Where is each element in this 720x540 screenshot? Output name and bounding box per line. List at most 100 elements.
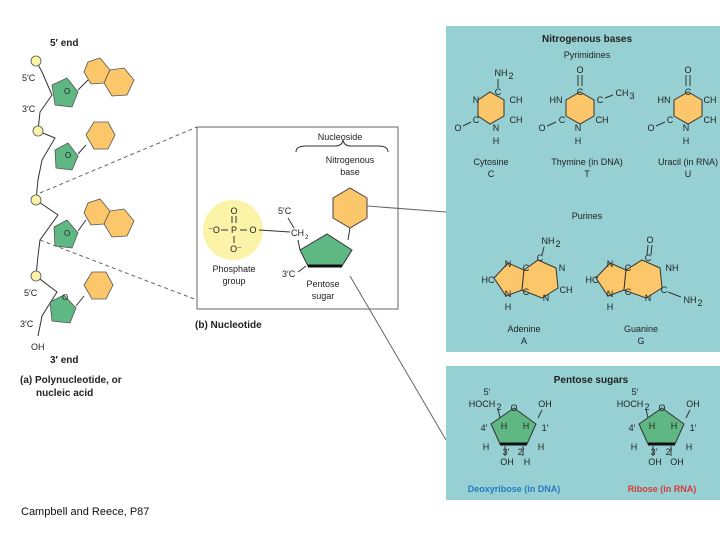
svg-text:H: H bbox=[671, 421, 678, 431]
sugar-1 bbox=[51, 77, 79, 108]
svg-text:H: H bbox=[538, 442, 545, 452]
phosphate-1 bbox=[30, 55, 42, 67]
svg-text:N: N bbox=[607, 289, 614, 299]
uracil-abbr: U bbox=[685, 169, 692, 179]
three-c-label-bottom: 3′C bbox=[20, 319, 34, 329]
svg-text:O: O bbox=[230, 206, 237, 216]
svg-text:C: C bbox=[645, 253, 652, 263]
svg-text:H: H bbox=[483, 442, 490, 452]
svg-text:N: N bbox=[607, 259, 614, 269]
svg-text:C: C bbox=[523, 263, 530, 273]
nucleotide-panel: Nucleoside Nitrogenous base O ⁻O P O O⁻ … bbox=[195, 126, 399, 331]
svg-text:O: O bbox=[538, 123, 545, 133]
svg-text:H: H bbox=[683, 136, 690, 146]
phosphate-halo bbox=[203, 200, 263, 260]
svg-text:CH: CH bbox=[560, 285, 573, 295]
svg-text:N: N bbox=[559, 263, 566, 273]
svg-text:P: P bbox=[231, 225, 237, 235]
svg-text:H: H bbox=[524, 457, 531, 467]
svg-text:O: O bbox=[658, 403, 665, 413]
svg-text:CH: CH bbox=[704, 115, 717, 125]
phosphate-4 bbox=[30, 270, 42, 282]
svg-text:OH: OH bbox=[500, 457, 514, 467]
svg-text:C: C bbox=[597, 95, 604, 105]
svg-text:N: N bbox=[505, 259, 512, 269]
svg-text:O: O bbox=[646, 235, 653, 245]
ring-o-label-2: O bbox=[65, 151, 71, 160]
phosphate-3 bbox=[30, 194, 42, 206]
svg-text:CH: CH bbox=[704, 95, 717, 105]
purine-base-1b bbox=[103, 67, 135, 97]
three-c-label-top: 3′C bbox=[22, 104, 36, 114]
svg-text:OH: OH bbox=[670, 457, 684, 467]
svg-text:H: H bbox=[686, 442, 693, 452]
svg-text:O⁻: O⁻ bbox=[230, 244, 242, 254]
nucleotide-five-c: 5′C bbox=[278, 206, 292, 216]
base-hexagon bbox=[332, 187, 368, 229]
connector-to-bases bbox=[366, 205, 447, 213]
svg-text:HN: HN bbox=[550, 95, 563, 105]
svg-text:NH: NH bbox=[684, 295, 697, 305]
phosphate-label-2: group bbox=[222, 276, 245, 286]
credit-text: Campbell and Reece, P87 bbox=[21, 506, 150, 518]
sugar-4 bbox=[49, 294, 77, 324]
backbone-line bbox=[35, 60, 59, 337]
adenine-label: Adenine bbox=[507, 324, 540, 334]
sugars-title: Pentose sugars bbox=[554, 375, 629, 386]
svg-text:N: N bbox=[575, 123, 582, 133]
ribose-label: Ribose (in RNA) bbox=[628, 484, 697, 494]
polynucleotide-caption-2: nucleic acid bbox=[36, 388, 93, 399]
svg-text:N: N bbox=[493, 123, 500, 133]
cytosine-abbr: C bbox=[488, 169, 495, 179]
svg-text:C: C bbox=[523, 287, 530, 297]
svg-text:5′: 5′ bbox=[632, 387, 639, 397]
svg-text:H: H bbox=[607, 302, 614, 312]
nucleotide-caption: (b) Nucleotide bbox=[195, 320, 262, 331]
svg-text:C: C bbox=[661, 285, 668, 295]
svg-text:N: N bbox=[543, 293, 550, 303]
svg-text:N: N bbox=[473, 95, 480, 105]
svg-text:H: H bbox=[575, 136, 582, 146]
svg-text:2: 2 bbox=[305, 235, 309, 241]
svg-text:2′: 2′ bbox=[518, 447, 525, 457]
uracil-label: Uracil (in RNA) bbox=[658, 157, 718, 167]
svg-text:2: 2 bbox=[555, 239, 560, 249]
base-label: base bbox=[340, 167, 360, 177]
svg-text:O: O bbox=[647, 123, 654, 133]
svg-text:⁻O: ⁻O bbox=[208, 225, 220, 235]
svg-text:C: C bbox=[625, 287, 632, 297]
thymine-label: Thymine (in DNA) bbox=[551, 157, 623, 167]
svg-text:1′: 1′ bbox=[542, 423, 549, 433]
svg-text:C: C bbox=[667, 115, 674, 125]
nucleoside-brace bbox=[295, 139, 389, 153]
zoom-dash-top bbox=[39, 126, 198, 194]
svg-text:H: H bbox=[493, 136, 500, 146]
svg-text:C: C bbox=[577, 87, 584, 97]
zoom-dash-bottom bbox=[39, 239, 198, 301]
five-c-label-top: 5′C bbox=[22, 73, 36, 83]
uracil-structure: O C HN CH C CH N H O bbox=[647, 65, 716, 146]
svg-text:HOCH: HOCH bbox=[617, 399, 644, 409]
pyrimidine-base-4 bbox=[83, 271, 114, 300]
polynucleotide-panel: 5′ end 5′C 3′C O O O O 5′C 3′C OH 3 bbox=[20, 38, 135, 399]
svg-text:1′: 1′ bbox=[690, 423, 697, 433]
svg-text:5′: 5′ bbox=[484, 387, 491, 397]
svg-text:C: C bbox=[537, 253, 544, 263]
svg-text:H: H bbox=[631, 442, 638, 452]
ring-o-label-3: O bbox=[64, 229, 70, 238]
pyrimidines-label: Pyrimidines bbox=[564, 50, 611, 60]
svg-text:N: N bbox=[645, 293, 652, 303]
pentose-label: Pentose bbox=[306, 279, 339, 289]
svg-text:H: H bbox=[505, 302, 512, 312]
svg-text:3: 3 bbox=[629, 91, 634, 101]
deoxyribose-label: Deoxyribose (in DNA) bbox=[468, 484, 561, 494]
nucleoside-label: Nucleoside bbox=[318, 132, 363, 142]
five-c-label-bottom: 5′C bbox=[24, 288, 38, 298]
svg-text:C: C bbox=[685, 87, 692, 97]
nitrogenous-label: Nitrogenous bbox=[326, 155, 375, 165]
